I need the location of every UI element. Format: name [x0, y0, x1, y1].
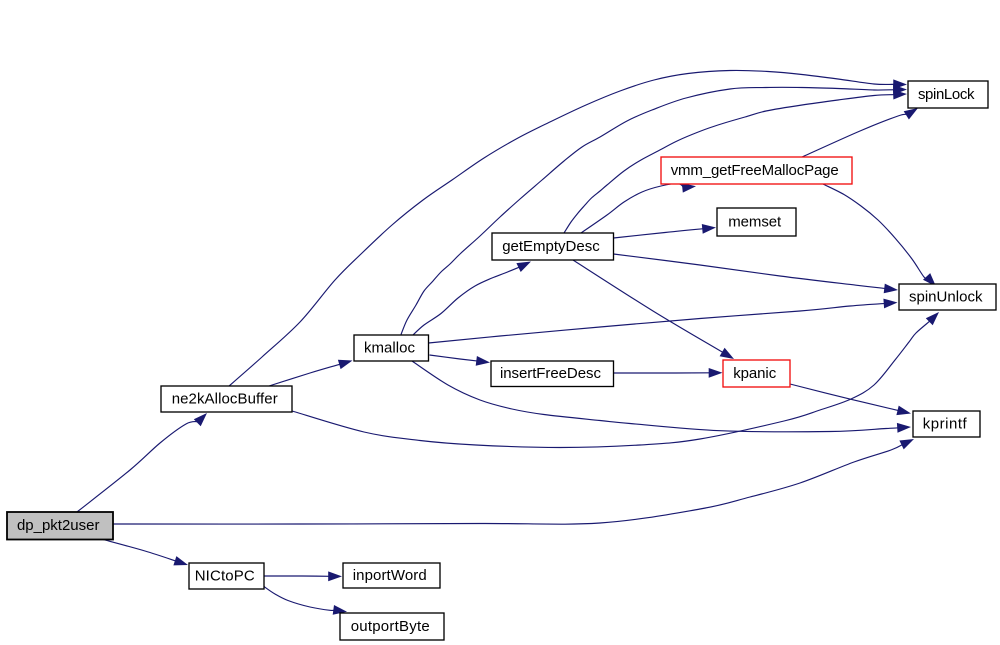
svg-text:insertFreeDesc: insertFreeDesc	[500, 365, 602, 382]
svg-text:dp_pkt2user: dp_pkt2user	[17, 517, 99, 534]
svg-text:kprintf: kprintf	[923, 415, 968, 432]
svg-text:spinUnlock: spinUnlock	[909, 288, 983, 305]
svg-text:memset: memset	[728, 213, 782, 230]
svg-text:inportWord: inportWord	[353, 567, 427, 584]
svg-text:spinLock: spinLock	[918, 86, 975, 103]
svg-text:getEmptyDesc: getEmptyDesc	[502, 238, 600, 255]
svg-text:NICtoPC: NICtoPC	[195, 567, 255, 584]
svg-text:vmm_getFreeMallocPage: vmm_getFreeMallocPage	[671, 162, 839, 179]
svg-text:outportByte: outportByte	[351, 618, 430, 635]
svg-text:kmalloc: kmalloc	[364, 339, 416, 356]
svg-text:kpanic: kpanic	[733, 365, 777, 382]
svg-text:ne2kAllocBuffer: ne2kAllocBuffer	[172, 390, 278, 407]
